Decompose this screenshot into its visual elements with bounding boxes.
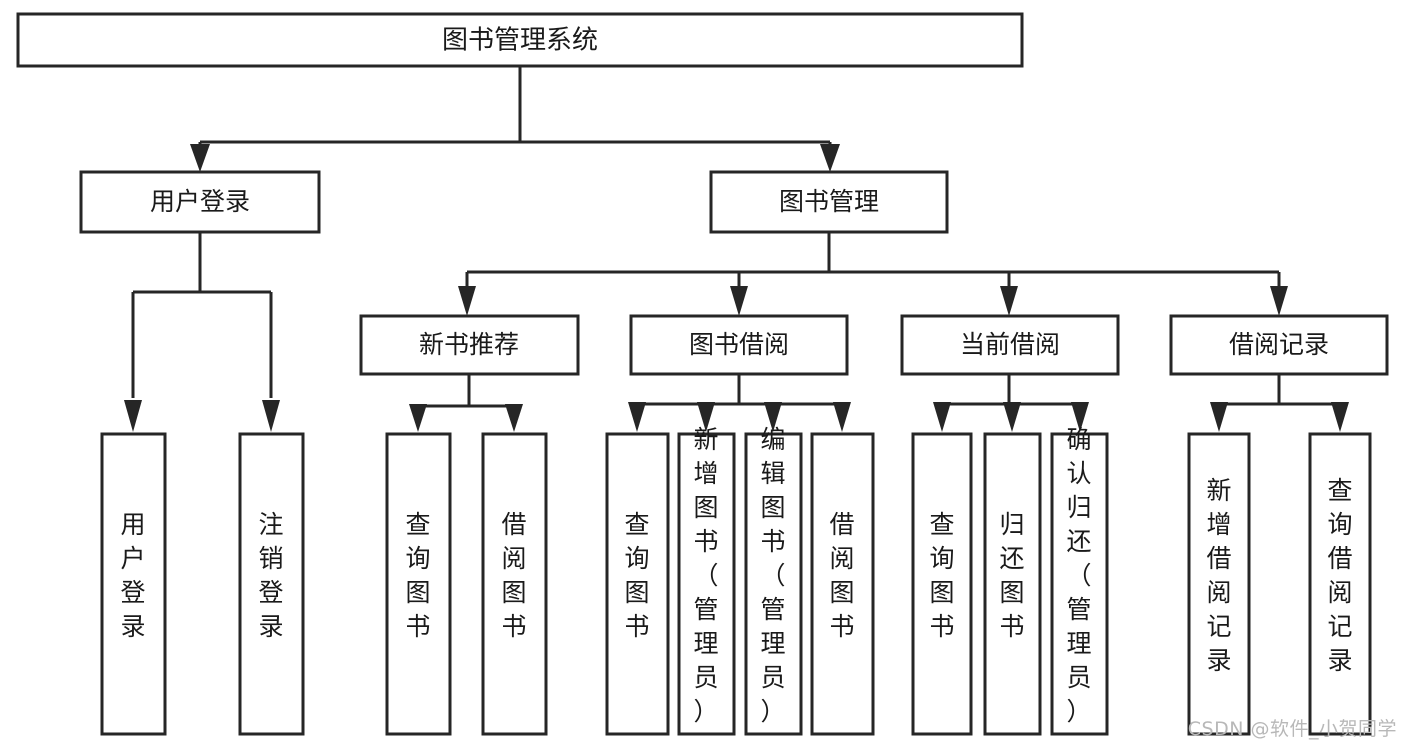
node-root-box[interactable] — [16, 12, 1024, 68]
arrow-head-leaf-query-book-3 — [933, 402, 951, 432]
node-book-borrow[interactable]: 图书借阅 — [629, 314, 849, 376]
node-user-login-box[interactable] — [79, 170, 321, 234]
node-leaf-return-book-label: 归还图书 — [999, 510, 1024, 641]
node-leaf-query-book-2-label: 查询图书 — [624, 510, 649, 641]
node-current-borrow-label: 当前借阅 — [960, 330, 1060, 359]
node-root-label: 图书管理系统 — [442, 26, 598, 56]
node-leaf-add-record-box[interactable] — [1187, 432, 1251, 736]
node-book-manage[interactable]: 图书管理 — [709, 170, 949, 234]
node-root[interactable]: 图书管理系统 — [16, 12, 1024, 68]
node-book-manage-label: 图书管理 — [779, 187, 879, 216]
node-leaf-add-book-box[interactable] — [677, 432, 736, 736]
node-leaf-confirm-return-box[interactable] — [1050, 432, 1109, 736]
node-leaf-query-book-2-box[interactable] — [605, 432, 670, 736]
node-leaf-confirm-return[interactable]: 确认归还（管理员） — [1050, 425, 1109, 736]
node-leaf-query-record-label: 查询借阅记录 — [1327, 476, 1352, 675]
arrow-head-leaf-user-login — [124, 400, 142, 432]
arrow-head-leaf-add-book — [697, 402, 715, 432]
arrow-head-leaf-query-book-2 — [628, 402, 646, 432]
node-leaf-query-record[interactable]: 查询借阅记录 — [1308, 432, 1372, 736]
node-user-login[interactable]: 用户登录 — [79, 170, 321, 234]
node-leaf-user-login[interactable]: 用户登录 — [100, 432, 167, 736]
node-leaf-logout-login-box[interactable] — [238, 432, 305, 736]
node-current-borrow[interactable]: 当前借阅 — [900, 314, 1120, 376]
arrow-head-leaf-edit-book — [764, 402, 782, 432]
node-leaf-query-record-box[interactable] — [1308, 432, 1372, 736]
arrow-head-leaf-logout-login — [262, 400, 280, 432]
arrow-head-leaf-borrow-book-1 — [505, 404, 523, 432]
node-leaf-query-book-1-label: 查询图书 — [405, 510, 430, 641]
arrow-head-user-login — [190, 144, 210, 172]
node-leaf-query-book-1[interactable]: 查询图书 — [385, 432, 452, 736]
node-leaf-add-book[interactable]: 新增图书（管理员） — [677, 425, 736, 736]
node-leaf-borrow-book-1-box[interactable] — [481, 432, 548, 736]
node-leaf-logout-login[interactable]: 注销登录 — [238, 432, 305, 736]
arrow-head-leaf-borrow-book-2 — [833, 402, 851, 432]
node-new-book-recommend-label: 新书推荐 — [419, 330, 519, 359]
node-book-manage-box[interactable] — [709, 170, 949, 234]
node-leaf-edit-book-box[interactable] — [744, 432, 803, 736]
node-book-borrow-box[interactable] — [629, 314, 849, 376]
node-leaf-query-book-3[interactable]: 查询图书 — [911, 432, 973, 736]
node-leaf-return-book-box[interactable] — [983, 432, 1042, 736]
node-leaf-query-book-3-label: 查询图书 — [929, 510, 954, 641]
arrow-head-new-book-recommend — [458, 286, 476, 316]
arrow-head-borrow-record — [1270, 286, 1288, 316]
node-leaf-query-book-2[interactable]: 查询图书 — [605, 432, 670, 736]
arrow-head-leaf-query-record — [1331, 402, 1349, 432]
node-new-book-recommend[interactable]: 新书推荐 — [359, 314, 580, 376]
node-leaf-user-login-label: 用户登录 — [120, 510, 145, 641]
node-leaf-user-login-box[interactable] — [100, 432, 167, 736]
arrow-head-leaf-confirm-return — [1071, 402, 1089, 432]
node-leaf-borrow-book-2-box[interactable] — [810, 432, 875, 736]
arrow-head-book-borrow — [730, 286, 748, 316]
node-leaf-edit-book-label: 编辑图书（管理员） — [760, 425, 785, 726]
node-leaf-return-book[interactable]: 归还图书 — [983, 432, 1042, 736]
node-leaf-borrow-book-1[interactable]: 借阅图书 — [481, 432, 548, 736]
node-leaf-logout-login-label: 注销登录 — [258, 510, 283, 641]
node-book-borrow-label: 图书借阅 — [689, 330, 789, 359]
node-leaf-borrow-book-2-label: 借阅图书 — [829, 510, 854, 641]
arrow-head-leaf-add-record — [1210, 402, 1228, 432]
arrow-head-book-manage — [820, 144, 840, 172]
node-leaf-edit-book[interactable]: 编辑图书（管理员） — [744, 425, 803, 736]
node-user-login-label: 用户登录 — [150, 187, 250, 216]
arrow-head-leaf-return-book — [1003, 402, 1021, 432]
node-new-book-recommend-box[interactable] — [359, 314, 580, 376]
node-leaf-add-book-label: 新增图书（管理员） — [693, 425, 718, 726]
node-leaf-add-record[interactable]: 新增借阅记录 — [1187, 432, 1251, 736]
node-leaf-borrow-book-1-label: 借阅图书 — [501, 510, 526, 641]
leaf-nodes-group: 用户登录 注销登录 查询图书 借阅图书 查询图书 新增图书（管理员） 编辑图书（… — [100, 425, 1372, 736]
node-borrow-record[interactable]: 借阅记录 — [1169, 314, 1389, 376]
arrow-head-leaf-query-book-1 — [409, 404, 427, 432]
node-borrow-record-box[interactable] — [1169, 314, 1389, 376]
node-borrow-record-label: 借阅记录 — [1229, 330, 1329, 359]
node-leaf-confirm-return-label: 确认归还（管理员） — [1066, 425, 1091, 726]
node-leaf-add-record-label: 新增借阅记录 — [1206, 476, 1231, 675]
node-leaf-query-book-3-box[interactable] — [911, 432, 973, 736]
arrow-head-current-borrow — [1000, 286, 1018, 316]
node-current-borrow-box[interactable] — [900, 314, 1120, 376]
node-leaf-query-book-1-box[interactable] — [385, 432, 452, 736]
connector-group — [124, 66, 1349, 432]
node-leaf-borrow-book-2[interactable]: 借阅图书 — [810, 432, 875, 736]
